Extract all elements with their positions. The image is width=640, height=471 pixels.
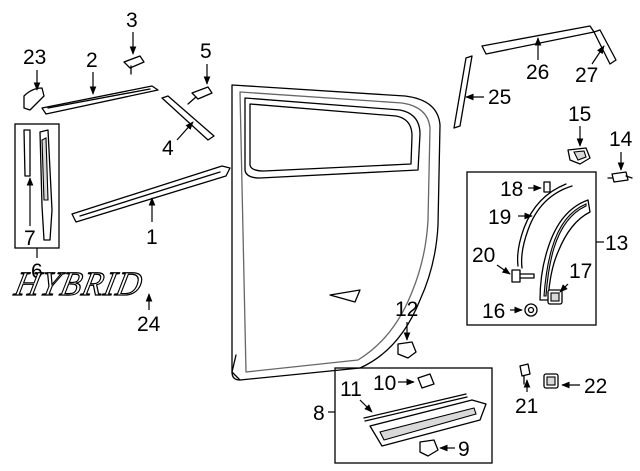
callout-22: 22 [584,375,607,398]
callout-12: 12 [395,298,418,321]
part-15-clip [567,147,591,165]
callout-19: 19 [488,206,511,229]
callout-25: 25 [488,86,511,109]
callout-26: 26 [526,61,549,84]
part-3-clip [123,55,145,75]
callout-11: 11 [340,378,362,401]
callout-16: 16 [482,300,505,323]
callout-9: 9 [458,438,470,461]
callout-3: 3 [126,9,138,32]
group-box-8 [334,367,493,464]
part-5-screw [187,86,213,105]
callout-1: 1 [146,226,158,249]
part-1-belt-moulding [71,165,231,223]
part-8-rocker-panel [369,399,487,447]
callout-15: 15 [568,103,591,126]
part-18-tape [543,181,551,193]
part-23-cap [23,87,45,111]
rear-door-outline [231,84,441,381]
part-14-clip [607,171,633,183]
callout-7: 7 [24,227,36,250]
callout-8: 8 [313,402,325,425]
part-12-clip [397,341,417,359]
part-4-moulding [161,95,215,141]
callout-5: 5 [200,40,212,63]
part-13-fender-flare [539,199,591,301]
callout-17: 17 [569,260,592,283]
part-16-nut [524,303,538,317]
callout-14: 14 [609,128,633,151]
callout-20: 20 [472,244,495,267]
callout-13: 13 [605,232,628,255]
part-21-bolt [519,363,531,385]
part-27-end-cap [593,29,617,65]
callout-24: 24 [137,313,161,336]
part-2-upper-moulding [41,85,159,115]
part-11-rocker-moulding [363,393,468,422]
callout-23: 23 [23,46,46,69]
part-20-screw [511,269,535,283]
group-box-13 [466,171,597,326]
part-19-wheel-arch-moulding [516,183,573,269]
callout-10: 10 [373,372,396,395]
part-22-clip [543,373,559,389]
callout-6: 6 [31,260,43,283]
part-10-clip [417,373,435,389]
part-25-pillar-moulding [453,55,473,129]
hybrid-emblem-text: HYBRID [11,265,147,303]
part-24-hybrid-emblem: HYBRID [10,265,147,304]
part-7-pillar-garnish [23,129,53,241]
part-17-clip [547,289,563,305]
group-box-6 [14,123,60,249]
callout-18: 18 [500,178,523,201]
part-9-clip [419,439,439,457]
callout-2: 2 [86,49,98,72]
callout-27: 27 [575,64,598,87]
callout-21: 21 [515,395,538,418]
callout-4: 4 [162,137,174,160]
